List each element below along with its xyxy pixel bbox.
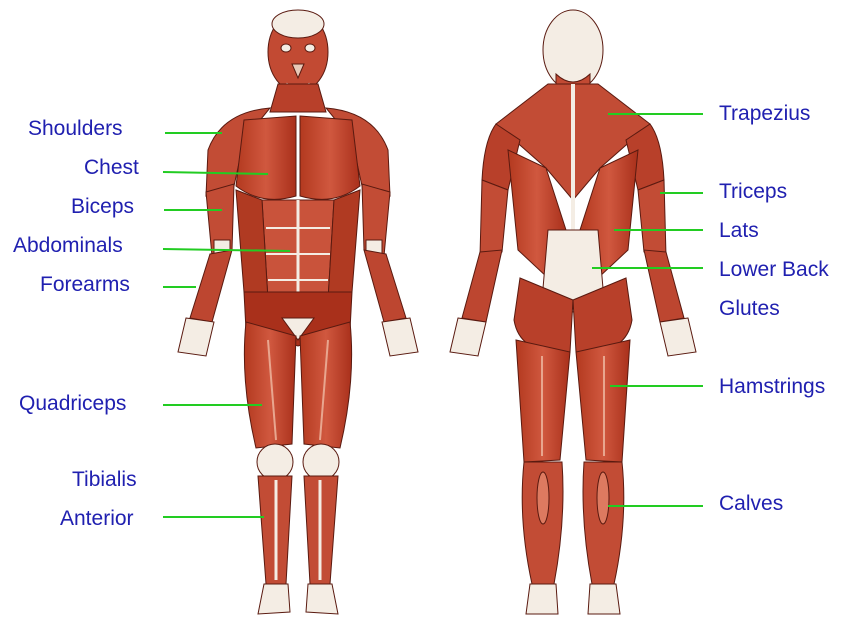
label-biceps: Biceps bbox=[71, 196, 134, 218]
label-abdominals: Abdominals bbox=[13, 235, 123, 257]
label-calves: Calves bbox=[719, 493, 783, 515]
back-left-triceps bbox=[480, 180, 508, 256]
label-chest: Chest bbox=[84, 157, 139, 179]
label-trapezius: Trapezius bbox=[719, 103, 810, 125]
label-lats: Lats bbox=[719, 220, 759, 242]
label-lower-back: Lower Back bbox=[719, 259, 829, 281]
back-right-triceps bbox=[638, 180, 666, 256]
label-triceps: Triceps bbox=[719, 181, 787, 203]
back-figure bbox=[450, 10, 696, 614]
label-hamstrings: Hamstrings bbox=[719, 376, 825, 398]
front-figure bbox=[178, 10, 418, 614]
front-left-pec bbox=[236, 116, 296, 199]
front-right-pec bbox=[300, 116, 360, 199]
front-right-forearm bbox=[364, 250, 406, 322]
back-head bbox=[543, 10, 603, 90]
label-tibialis: Tibialis bbox=[72, 469, 137, 491]
label-anterior: Anterior bbox=[60, 508, 134, 530]
label-forearms: Forearms bbox=[40, 274, 130, 296]
front-left-quadriceps bbox=[244, 322, 296, 448]
label-glutes: Glutes bbox=[719, 298, 780, 320]
front-right-quadriceps bbox=[300, 322, 352, 448]
front-head bbox=[268, 10, 328, 92]
label-quadriceps: Quadriceps bbox=[19, 393, 126, 415]
front-left-forearm bbox=[190, 250, 232, 322]
label-shoulders: Shoulders bbox=[28, 118, 123, 140]
